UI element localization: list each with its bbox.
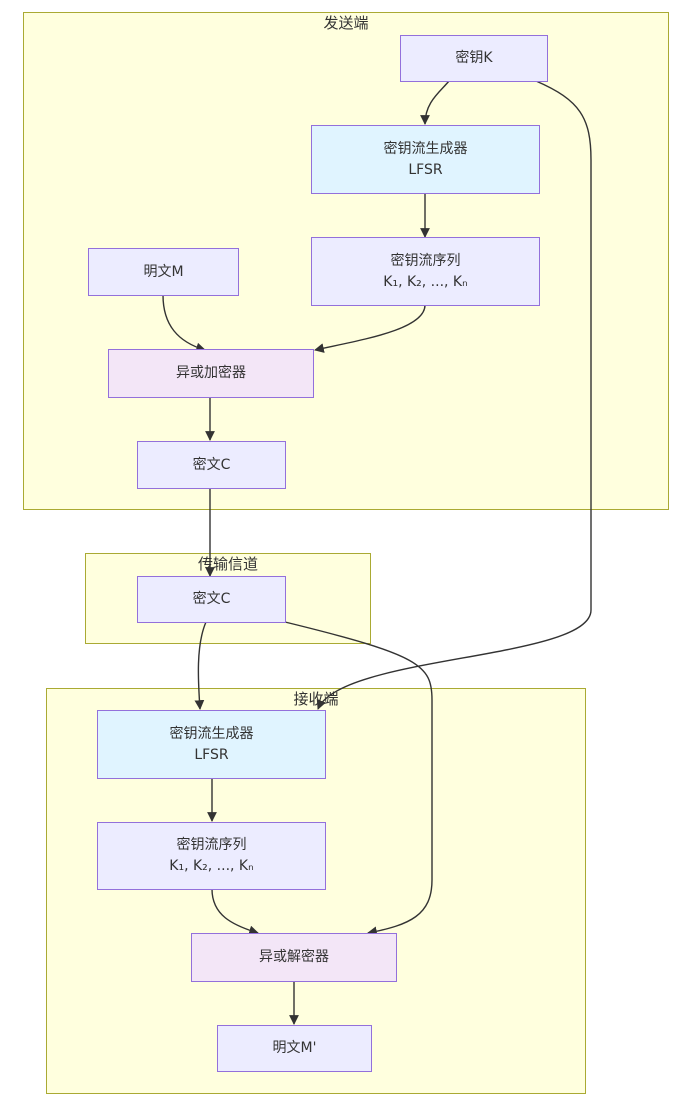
edge-key-to-gen [420, 80, 450, 125]
sequence-sender-label-1: 密钥流序列 [390, 252, 461, 269]
xor-encryptor-label: 异或加密器 [176, 365, 246, 381]
keystream-generator-receiver: 密钥流生成器 LFSR [97, 710, 326, 779]
xor-encryptor-node: 异或加密器 [108, 349, 314, 398]
plaintext-output-label: 明文M' [272, 1040, 317, 1056]
edge-key-to-gen-r [316, 80, 592, 710]
edge-plain-to-xor [162, 294, 206, 353]
sequence-sender-label-2: K₁, K₂, ..., Kₙ [383, 273, 468, 290]
xor-decryptor-label: 异或解密器 [259, 949, 329, 965]
receiver-cluster-title: 接收端 [293, 690, 339, 708]
plaintext-node: 明文M [88, 248, 239, 296]
ciphertext-channel-node: 密文C [137, 576, 286, 623]
plaintext-output-node: 明文M' [217, 1025, 372, 1072]
generator-receiver-label-2: LFSR [194, 746, 229, 763]
sender-cluster-title: 发送端 [323, 14, 369, 32]
generator-sender-label-1: 密钥流生成器 [383, 140, 468, 157]
edge-channel-to-xor-dec [284, 621, 433, 937]
generator-sender-label-2: LFSR [408, 161, 443, 178]
edge-seq-r-to-xor-dec [211, 888, 259, 936]
channel-cluster: 传输信道 [85, 553, 371, 644]
key-node: 密钥K [400, 35, 548, 82]
plaintext-label: 明文M [143, 263, 184, 280]
edge-seq-to-xor [314, 304, 426, 353]
generator-receiver-label-1: 密钥流生成器 [169, 725, 254, 742]
xor-decryptor-node: 异或解密器 [191, 933, 397, 982]
keystream-sequence-receiver: 密钥流序列 K₁, K₂, ..., Kₙ [97, 822, 326, 890]
edge-channel-to-gen-r [194, 621, 207, 710]
ciphertext-sender-node: 密文C [137, 441, 286, 489]
sequence-receiver-label-2: K₁, K₂, ..., Kₙ [169, 858, 254, 874]
sequence-receiver-label-1: 密钥流序列 [176, 837, 247, 853]
ciphertext-sender-label: 密文C [192, 456, 231, 473]
keystream-generator-sender: 密钥流生成器 LFSR [311, 125, 540, 194]
ciphertext-channel-label: 密文C [192, 591, 231, 607]
key-label: 密钥K [455, 50, 493, 66]
keystream-sequence-sender: 密钥流序列 K₁, K₂, ..., Kₙ [311, 237, 540, 306]
